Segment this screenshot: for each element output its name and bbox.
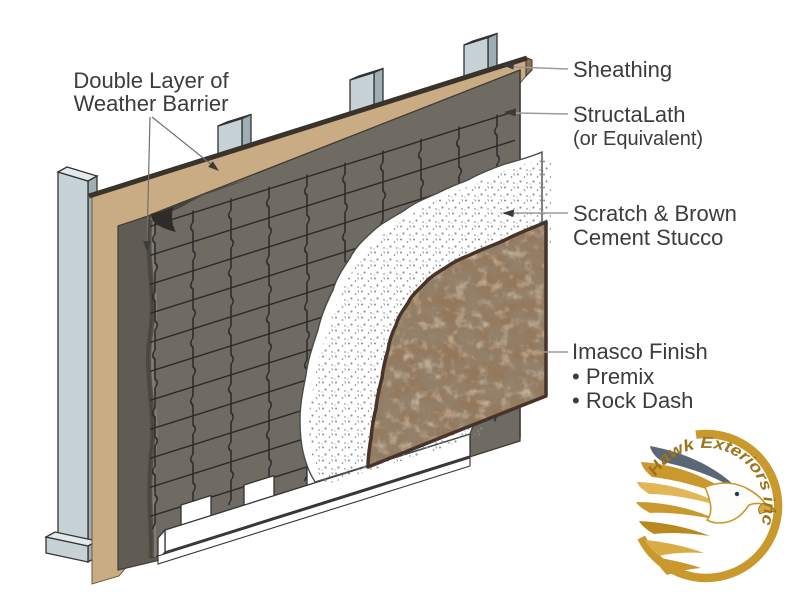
eagle-feather: [636, 502, 718, 520]
sheathing-arrowhead: [502, 61, 514, 70]
label-finish-line3: • Rock Dash: [572, 388, 693, 413]
stud-left: [44, 166, 99, 564]
label-lath-line2: (or Equivalent): [573, 128, 703, 150]
eagle-feather: [637, 482, 728, 508]
label-weather-barrier-line2: Weather Barrier: [74, 91, 229, 116]
eagle-feather-dark: [650, 446, 745, 497]
finish-border: [366, 220, 548, 469]
sheathing-leader: [513, 66, 569, 70]
label-lath-line1: StructaLath: [573, 102, 686, 127]
callout-labels: Double Layer of Weather Barrier Sheathin…: [73, 57, 737, 413]
hawk-exteriors-logo: Hawk Exteriors inc: [636, 429, 783, 583]
sheathing-top-edge: [88, 55, 528, 199]
eagle-feather: [655, 557, 701, 575]
weather-barrier-leader-1: [146, 116, 151, 244]
lath-leader: [515, 112, 569, 115]
leader-lines: [143, 61, 569, 353]
label-finish-line1: Imasco Finish: [572, 339, 708, 364]
label-sheathing: Sheathing: [573, 57, 672, 82]
eagle-eye: [734, 491, 740, 497]
weather-barrier-leader-2: [151, 116, 213, 166]
eagle-beak: [758, 502, 777, 515]
label-finish-line2: • Premix: [572, 364, 654, 389]
label-weather-barrier-line1: Double Layer of: [73, 68, 229, 93]
label-stucco-line2: Cement Stucco: [573, 225, 723, 250]
eagle-head: [703, 482, 768, 524]
weather-barrier-peel: [151, 178, 252, 215]
lath-arrowhead: [504, 108, 516, 117]
eagle-feather: [645, 540, 704, 556]
steel-studs: [44, 32, 498, 564]
label-stucco-line1: Scratch & Brown: [573, 201, 737, 226]
weather-barrier-arrowhead-1: [143, 241, 151, 252]
eagle-feather: [639, 521, 710, 536]
weather-barrier-arrowhead-2: [208, 161, 219, 171]
stucco-arrowhead: [502, 209, 514, 217]
